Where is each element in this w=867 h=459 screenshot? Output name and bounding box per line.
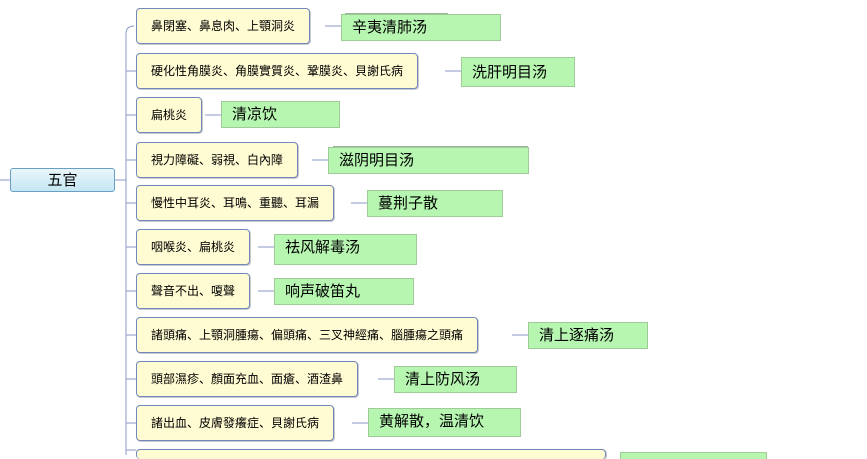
symptom-node-tonsil[interactable]: 扁桃炎	[136, 97, 203, 133]
symptom-node-vision[interactable]: 視力障礙、弱視、白內障	[136, 142, 299, 178]
symptom-node-cut-off[interactable]	[136, 449, 606, 459]
root-node[interactable]: 五官	[10, 168, 115, 192]
remedy-node-tonsil[interactable]: 清凉饮	[221, 101, 340, 128]
remedy-node-vision[interactable]: 滋阴明目汤	[328, 147, 529, 174]
symptom-node-nose[interactable]: 鼻閉塞、鼻息肉、上顎洞炎	[136, 8, 311, 44]
symptom-node-throat[interactable]: 咽喉炎、扁桃炎	[136, 229, 251, 265]
symptom-node-bleeding[interactable]: 諸出血、皮膚發癢症、貝謝氏病	[136, 405, 335, 441]
remedy-node-ear[interactable]: 蔓荆子散	[367, 190, 503, 217]
remedy-node-face[interactable]: 清上防风汤	[394, 366, 517, 393]
symptom-node-voice[interactable]: 聲音不出、嗄聲	[136, 273, 251, 309]
symptom-node-ear[interactable]: 慢性中耳炎、耳鳴、重聽、耳漏	[136, 185, 335, 221]
remedy-node-bleeding[interactable]: 黄解散，温清饮	[368, 408, 521, 437]
symptom-node-cornea[interactable]: 硬化性角膜炎、角膜實質炎、鞏膜炎、貝謝氏病	[136, 53, 419, 89]
remedy-node-throat[interactable]: 祛风解毒汤	[274, 234, 417, 265]
remedy-node-nose[interactable]: 辛夷清肺汤	[341, 14, 501, 41]
remedy-node-cornea[interactable]: 洗肝明目汤	[461, 57, 575, 87]
remedy-node-voice[interactable]: 响声破笛丸	[274, 278, 414, 305]
symptom-node-face[interactable]: 頭部濕疹、顏面充血、面瘡、酒渣鼻	[136, 361, 359, 397]
remedy-node-headache[interactable]: 清上逐痛汤	[528, 322, 648, 349]
remedy-node-cut-off[interactable]	[620, 452, 767, 459]
symptom-node-headache[interactable]: 諸頭痛、上顎洞腫瘍、偏頭痛、三叉神經痛、腦腫瘍之頭痛	[136, 317, 479, 353]
